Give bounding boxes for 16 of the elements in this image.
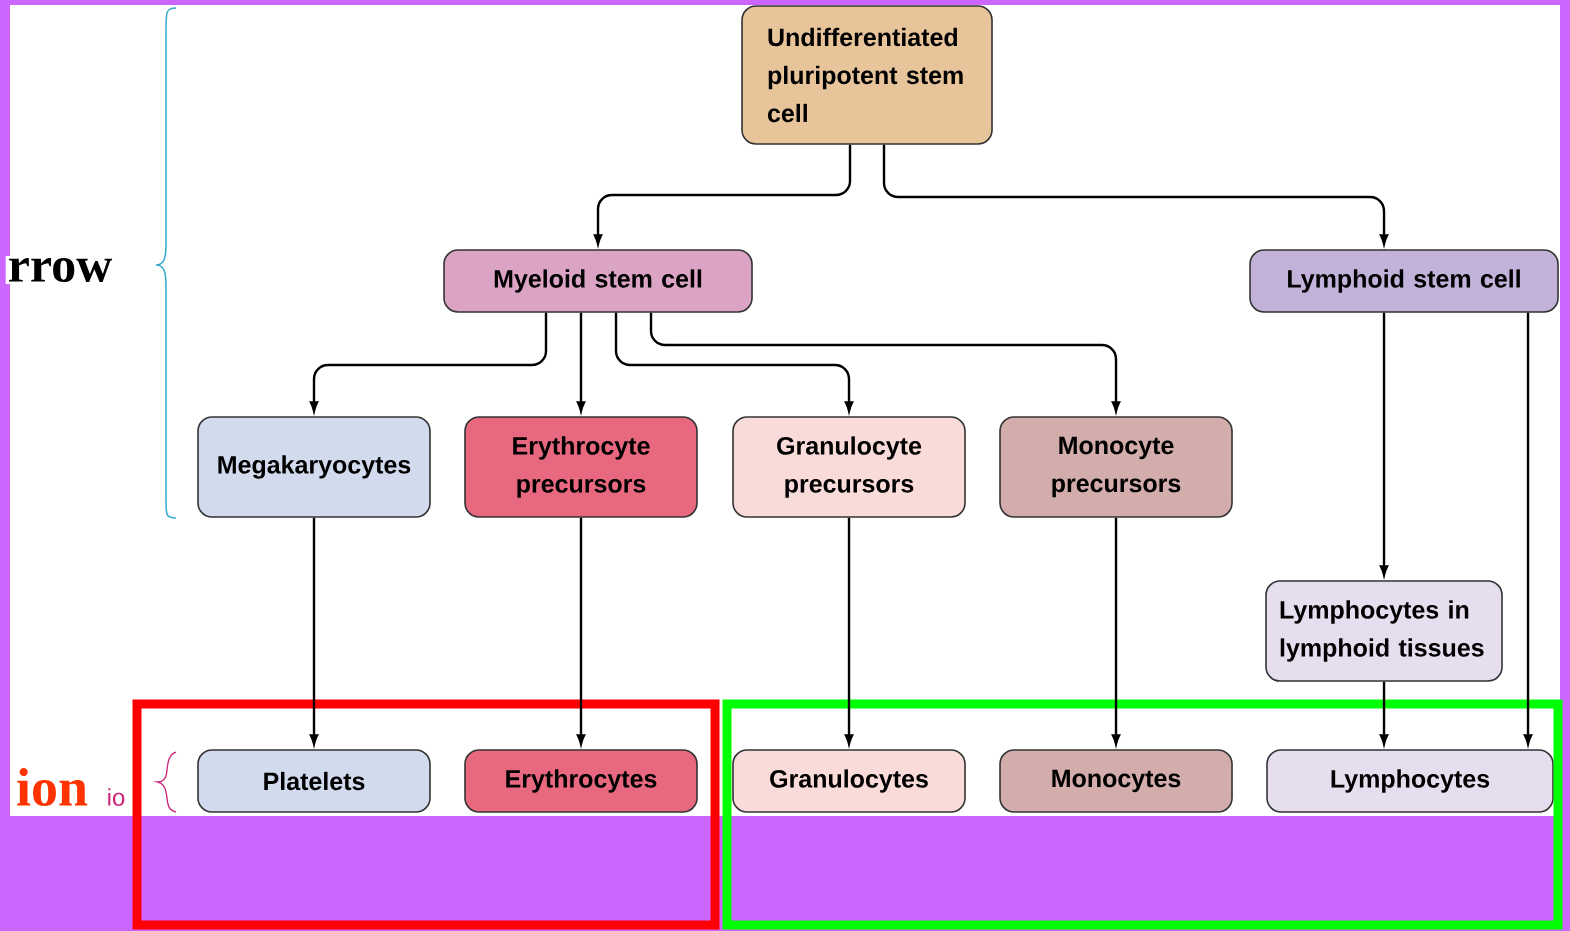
- cell-box: Lymphocytes in lymphoid tissues: [1265, 580, 1503, 682]
- cell-box: Myeloid stem cell: [443, 249, 753, 313]
- cell-box: Erythrocytes: [464, 749, 698, 813]
- cell-box: Erythrocyte precursors: [464, 416, 698, 518]
- cell-box: Lymphoid stem cell: [1249, 249, 1559, 313]
- cell-box: Platelets: [197, 749, 431, 813]
- cell-box: Granulocytes: [732, 749, 966, 813]
- label-text: rrow: [5, 255, 115, 285]
- cell-box: Monocyte precursors: [999, 416, 1233, 518]
- cell-box: Lymphocytes: [1266, 749, 1554, 813]
- label-text: ion: [14, 766, 90, 808]
- cell-box: Monocytes: [999, 749, 1233, 813]
- cell-box: Megakaryocytes: [197, 416, 431, 518]
- label-text: io: [104, 786, 128, 808]
- cell-box: Granulocyte precursors: [732, 416, 966, 518]
- cell-box: Undifferentiated pluripotent stem cell: [741, 5, 993, 145]
